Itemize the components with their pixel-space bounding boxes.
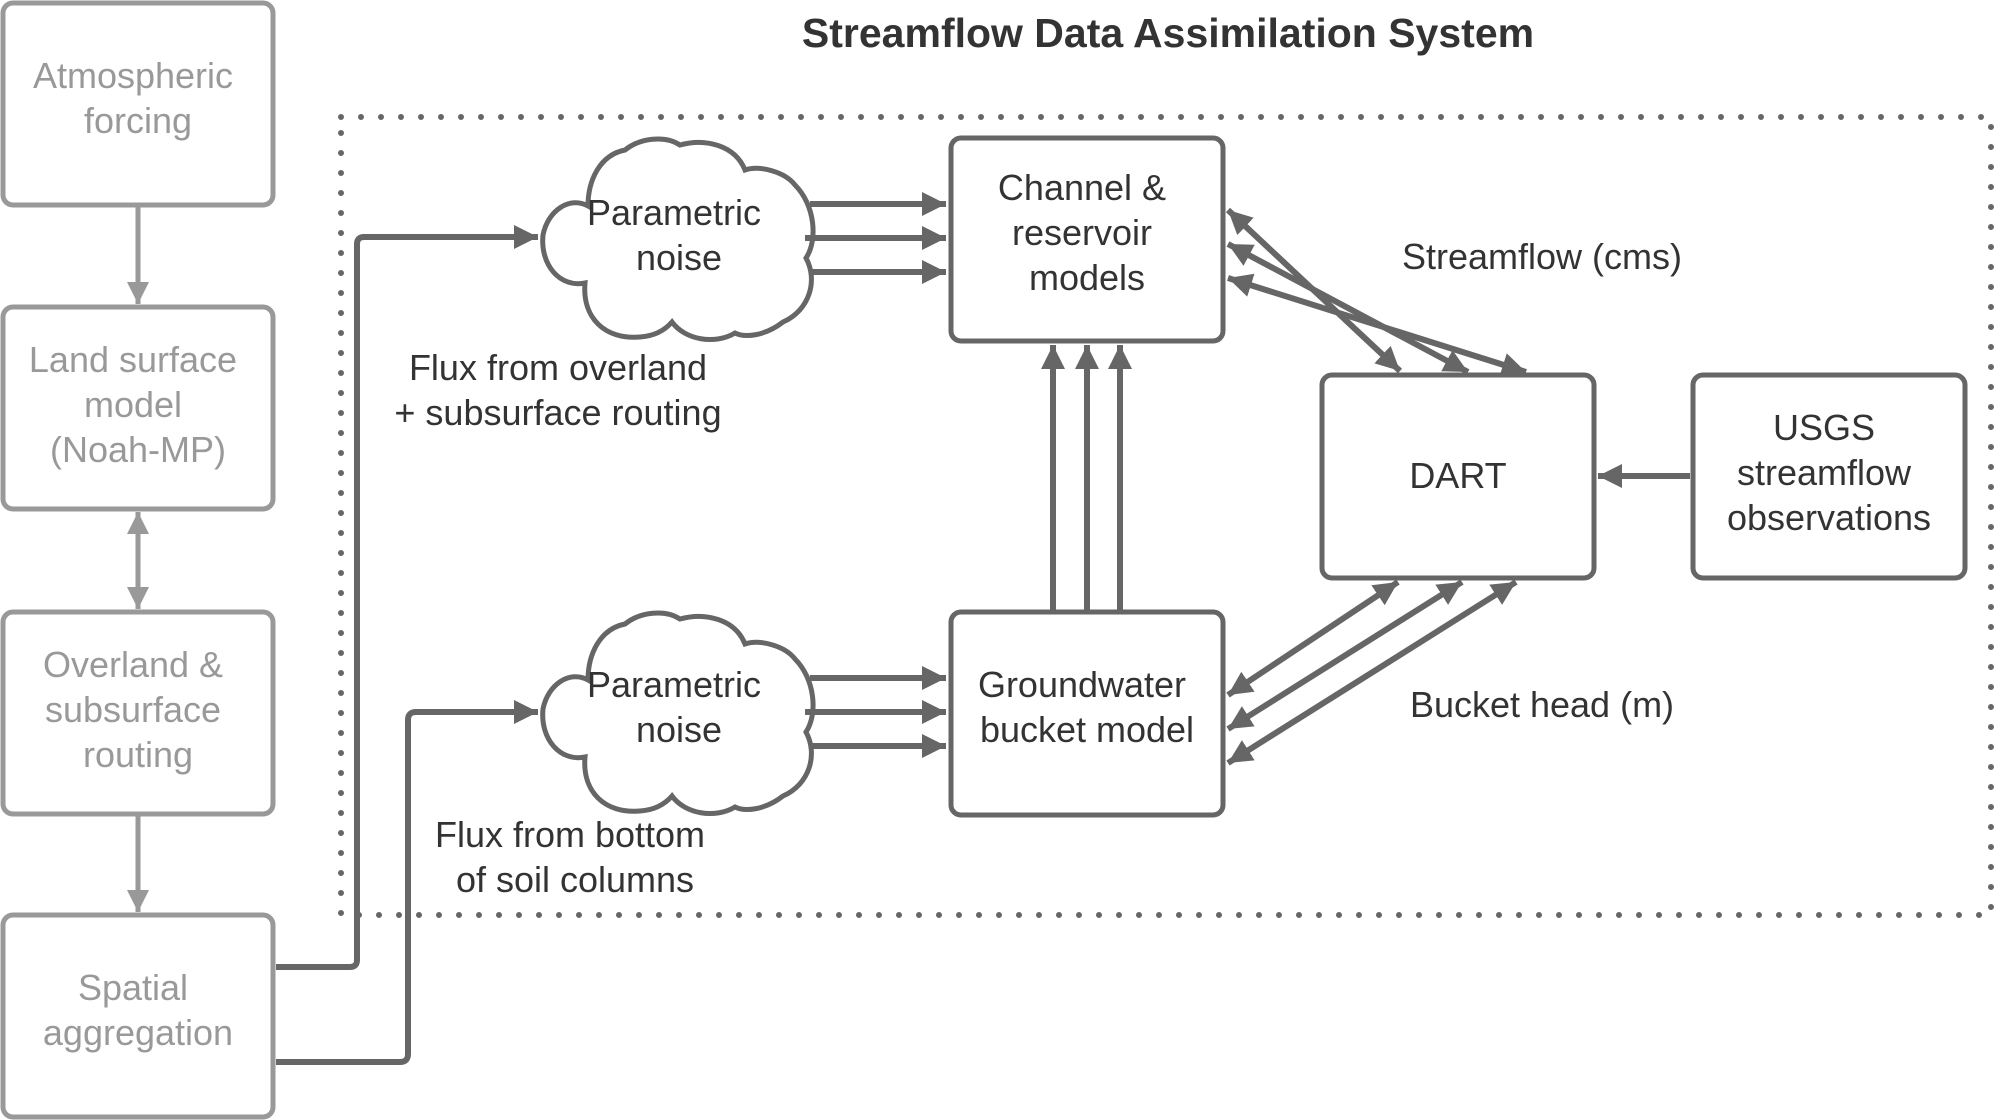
node-label: Atmospheric forcing bbox=[33, 55, 243, 141]
cloud-shape bbox=[540, 136, 816, 342]
node-channel-reservoir-models[interactable]: Channel & reservoir models bbox=[948, 135, 1226, 344]
label-bucket-head: Bucket head (m) bbox=[1410, 684, 1674, 725]
cloud-shape bbox=[540, 610, 816, 816]
arrow-spatial-to-noise-top bbox=[276, 225, 538, 970]
node-atmospheric-forcing[interactable]: Atmospheric forcing bbox=[0, 0, 276, 208]
node-label: USGS streamflow observations bbox=[1727, 407, 1931, 538]
system-boundary bbox=[338, 114, 1994, 918]
node-spatial-aggregation[interactable]: Spatial aggregation bbox=[0, 912, 276, 1120]
node-overland-subsurface-routing[interactable]: Overland & subsurface routing bbox=[0, 609, 276, 817]
diagram-title: Streamflow Data Assimilation System bbox=[802, 10, 1534, 56]
node-label: Land surface model (Noah-MP) bbox=[29, 339, 247, 470]
label-streamflow: Streamflow (cms) bbox=[1402, 236, 1682, 277]
label-flux-bottom: Flux from bottom of soil columns bbox=[435, 814, 715, 900]
node-label: DART bbox=[1409, 455, 1506, 496]
node-label: Parametric noise bbox=[587, 664, 771, 750]
label-flux-overland: Flux from overland + subsurface routing bbox=[394, 347, 721, 433]
node-groundwater-bucket-model[interactable]: Groundwater bucket model bbox=[948, 609, 1226, 818]
node-parametric-noise-top[interactable]: Parametric noise bbox=[540, 136, 816, 342]
arrow-channel-dart-bidirectional bbox=[1227, 273, 1527, 377]
node-parametric-noise-bottom[interactable]: Parametric noise bbox=[540, 610, 816, 816]
node-label: Spatial aggregation bbox=[43, 967, 233, 1053]
node-label: Groundwater bucket model bbox=[978, 664, 1196, 750]
node-land-surface-model[interactable]: Land surface model (Noah-MP) bbox=[0, 304, 276, 512]
node-label: Overland & subsurface routing bbox=[43, 644, 233, 775]
node-label: Channel & reservoir models bbox=[998, 167, 1176, 298]
arrow-spatial-to-noise-bottom bbox=[276, 700, 538, 1065]
arrow-groundwater-dart-bidirectional bbox=[1226, 579, 1518, 766]
node-usgs-observations[interactable]: USGS streamflow observations bbox=[1690, 372, 1968, 581]
node-dart[interactable]: DART bbox=[1319, 372, 1597, 581]
node-label: Parametric noise bbox=[587, 192, 771, 278]
